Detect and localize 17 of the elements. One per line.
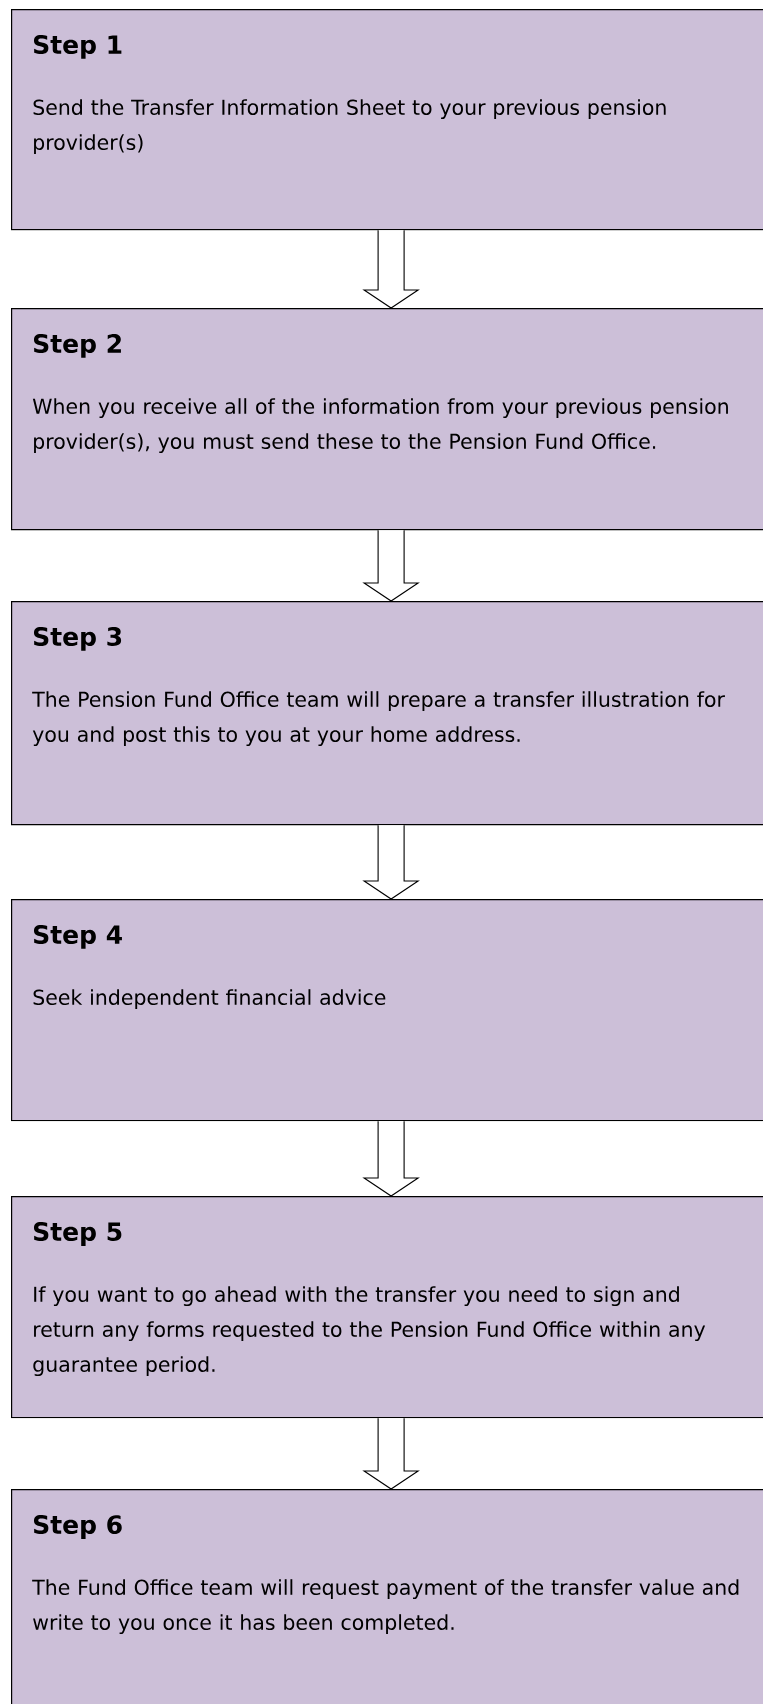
step-heading: Step 4	[34, 925, 122, 949]
step-heading: Step 5	[34, 1222, 122, 1246]
step-description: The Fund Office team will request payment of the transfer value and write to you once it has been completed.	[32, 1579, 739, 1635]
step-heading: Step 2	[34, 334, 121, 358]
block-arrow	[362, 1417, 420, 1490]
block-arrow	[362, 1120, 420, 1197]
step-description: The Pension Fund Office team will prepare a transfer illustration for you and post this to you at your home address.	[32, 691, 725, 747]
block-arrow	[362, 529, 420, 602]
block-arrow	[362, 229, 420, 309]
step-heading: Step 3	[34, 627, 122, 651]
block-arrow	[362, 824, 420, 900]
step-description: Seek independent financial advice	[33, 989, 386, 1010]
step-heading: Step 6	[34, 1515, 122, 1539]
step-description: When you receive all of the information from your previous pension provider(s), you must send these to the Pension Fund Office.	[32, 398, 728, 453]
step-description: If you want to go ahead with the transfer you need to sign and return any forms requested to the Pension Fund Office within any guarantee period.	[33, 1286, 706, 1377]
step-heading: Step 1	[34, 35, 122, 59]
step-description: Send the Transfer Information Sheet to your previous pension provider(s)	[33, 99, 666, 154]
